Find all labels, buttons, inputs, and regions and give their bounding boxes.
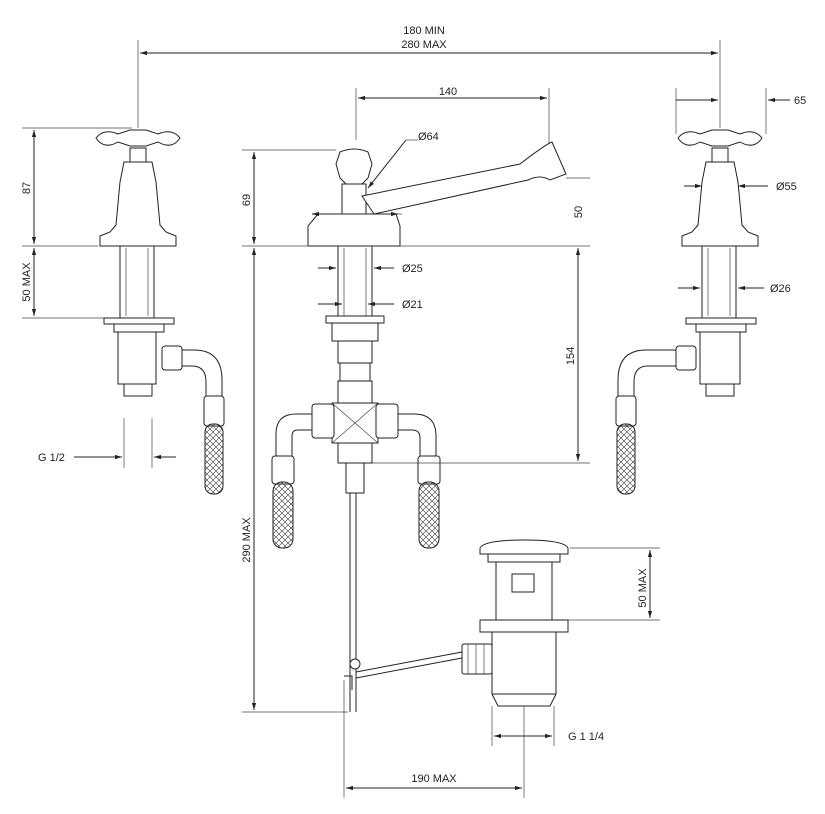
spout-base-height-label: 69: [241, 194, 253, 206]
spout-reach-label: 140: [439, 86, 457, 98]
valve-body-diameter-label: Ø55: [776, 181, 797, 193]
waste-height-label: 50 MAX: [637, 568, 649, 608]
handle-diameter-label: Ø64: [418, 131, 439, 143]
mixer-body-length-dimension: 154: [372, 248, 590, 464]
waste-offset-dimension: 190 MAX: [343, 680, 525, 798]
valve-shank-diameter-label: Ø26: [770, 283, 791, 295]
handle-diameter-dimension: Ø64: [312, 131, 439, 217]
waste-height-dimension: 50 MAX: [568, 547, 660, 621]
waste-thread-label: G 1 1/4: [568, 731, 604, 743]
shank-outer-diameter-label: Ø25: [402, 263, 423, 275]
spread-dimension: 180 MIN 280 MAX: [137, 25, 721, 128]
left-valve-height-dimension: 87 50 MAX: [21, 127, 132, 319]
mixer-body-length-label: 154: [565, 347, 577, 365]
spout-height-label: 50: [573, 206, 585, 218]
waste-offset-label: 190 MAX: [411, 773, 457, 785]
deck-thickness-label: 290 MAX: [241, 517, 253, 563]
spread-min-label: 180 MIN: [403, 25, 445, 37]
spout-mixer: [271, 141, 567, 712]
valve-width-label: 65: [794, 95, 806, 107]
spout-reach-dimension: 140: [355, 86, 550, 170]
spout-height-dimension: 50: [400, 177, 590, 247]
connection-thread-label: G 1/2: [38, 452, 65, 464]
valve-width-dimension: 65: [675, 88, 806, 134]
spout-base-height-dimension: 69: [241, 149, 336, 247]
deck-thickness-dimension: 290 MAX: [241, 248, 348, 713]
left-valve: [95, 129, 225, 495]
shank-inner-diameter-label: Ø21: [402, 299, 423, 311]
valve-height-label: 87: [21, 182, 33, 194]
shank-diameter-dimension: Ø25 Ø21: [318, 263, 423, 311]
waste-thread-dimension: G 1 1/4: [491, 706, 604, 746]
waste-assembly: [461, 539, 569, 707]
right-valve: [615, 129, 763, 495]
spread-max-label: 280 MAX: [401, 39, 447, 51]
connection-thread-dimension: G 1/2: [38, 418, 176, 468]
valve-shank-length-label: 50 MAX: [21, 262, 33, 302]
right-valve-diameter-dimension: Ø55 Ø26: [678, 181, 797, 295]
